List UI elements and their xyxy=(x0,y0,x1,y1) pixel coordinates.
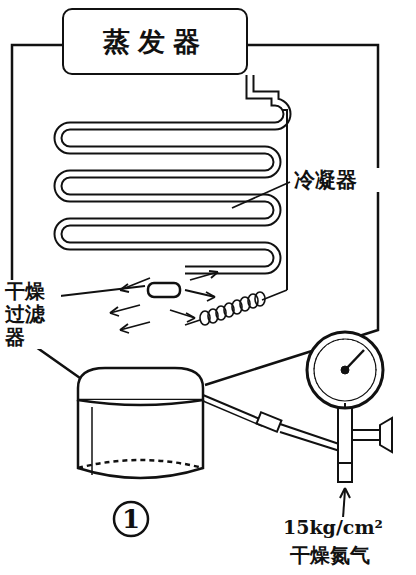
dryer-filter-label: 干燥 过滤器 xyxy=(5,280,61,349)
capillary-coil xyxy=(185,290,287,325)
leader-line xyxy=(60,286,145,296)
flow-arrows xyxy=(110,271,218,333)
figure-number: 1 xyxy=(112,500,150,538)
nitrogen-gauge-assembly xyxy=(203,332,392,482)
condenser-label: 冷凝器 xyxy=(294,168,384,192)
condenser-tube xyxy=(58,75,287,290)
supply-arrow xyxy=(340,488,350,518)
nitrogen-label: 干燥氮气 xyxy=(290,544,400,567)
dryer-filter xyxy=(148,283,180,297)
evaporator-box: 蒸发器 xyxy=(62,8,248,75)
node-text: 1 xyxy=(122,504,140,534)
compressor xyxy=(78,368,203,478)
leader-line xyxy=(232,182,290,208)
pressure-label: 15kg/cm² xyxy=(283,517,393,539)
node-text: 蒸发器 xyxy=(103,24,208,60)
